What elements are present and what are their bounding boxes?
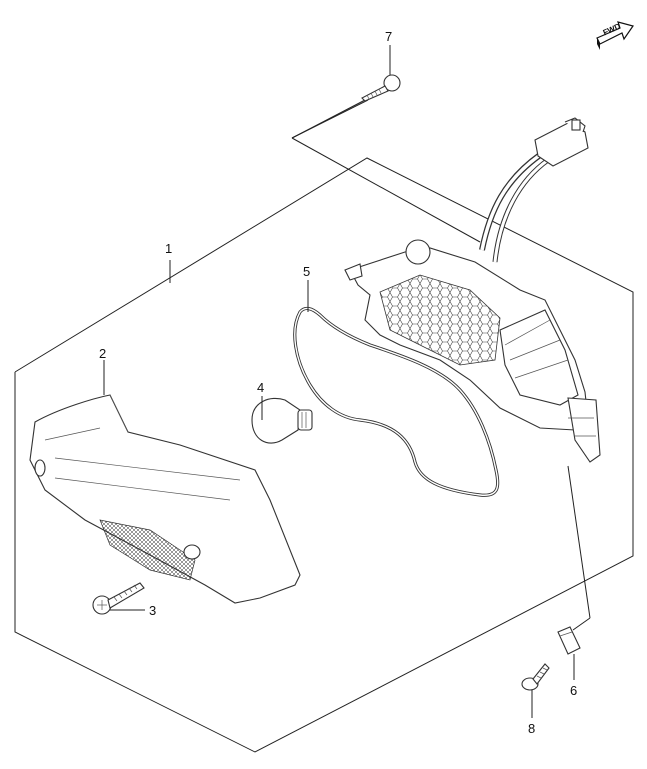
- callout-1: 1: [165, 241, 173, 256]
- wiring-harness: [479, 117, 589, 263]
- part-4-bulb: [251, 397, 313, 444]
- callout-3: 3: [149, 603, 157, 618]
- callout-5: 5: [303, 264, 311, 279]
- fwd-arrow-icon: [596, 21, 634, 50]
- lamp-housing: [344, 239, 601, 463]
- part-6-clip-nut: [557, 626, 581, 655]
- callout-7: 7: [385, 29, 393, 44]
- callout-6: 6: [570, 683, 578, 698]
- part-8-screw: [521, 663, 550, 691]
- callout-2: 2: [99, 346, 107, 361]
- guide-line-6: [567, 465, 591, 619]
- part-3-screw: [92, 582, 145, 615]
- guide-line-7-a: [291, 99, 369, 139]
- guide-line-7-b: [291, 137, 481, 243]
- callout-4: 4: [257, 380, 265, 395]
- part-7-screw: [361, 74, 401, 102]
- part-2-lens: [29, 394, 301, 604]
- callout-8: 8: [528, 721, 536, 736]
- assembly-outline: [14, 157, 634, 753]
- guide-line-6-b: [572, 617, 591, 631]
